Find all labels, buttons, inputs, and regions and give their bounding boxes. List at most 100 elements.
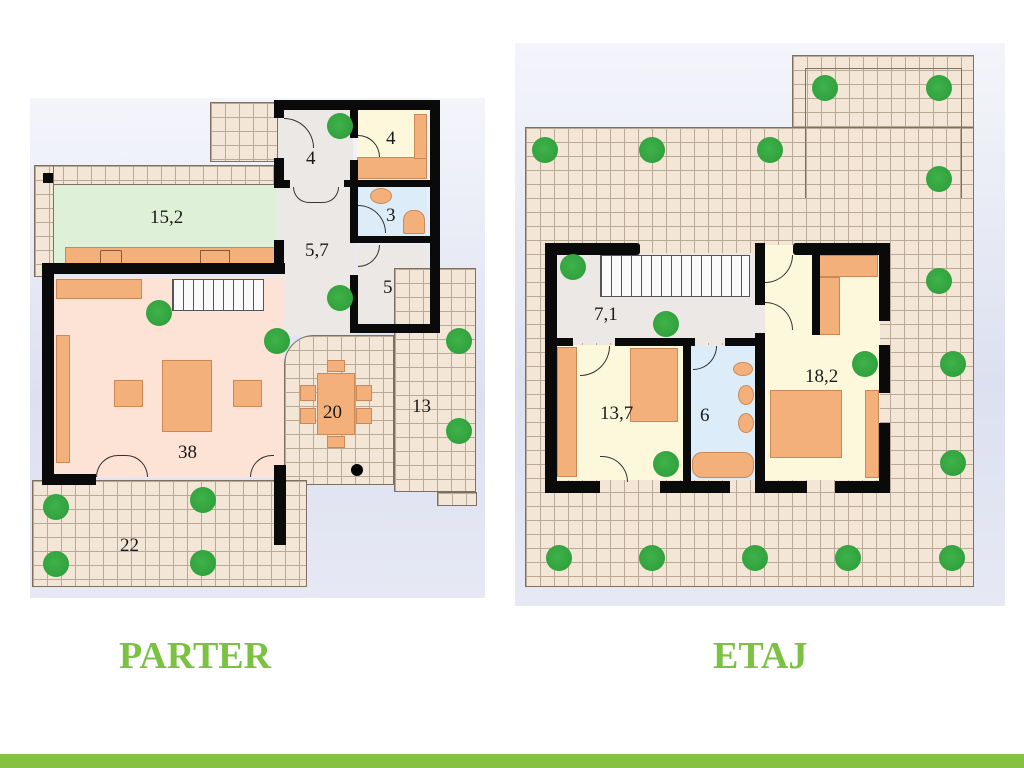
plant-icon	[190, 487, 216, 513]
wall	[344, 180, 440, 187]
wall	[42, 263, 285, 274]
plant-icon	[940, 450, 966, 476]
wall	[274, 158, 284, 188]
terrace-back	[34, 165, 279, 185]
sideboard	[56, 335, 70, 463]
dining-chair	[300, 385, 316, 401]
plant-icon	[926, 75, 952, 101]
plant-icon	[757, 137, 783, 163]
terrace-side	[394, 268, 476, 492]
wardrobe	[557, 347, 577, 477]
dining-table	[317, 373, 355, 435]
room-area-kitchen: 15,2	[150, 207, 184, 228]
plant-icon	[926, 166, 952, 192]
parter-plan: 15,2 4 4 3 5,7 5 38 20 13 22	[0, 0, 512, 620]
wall	[725, 338, 760, 346]
plant-icon	[639, 545, 665, 571]
bed-single	[630, 348, 678, 422]
wall	[274, 100, 284, 118]
wall	[683, 338, 691, 488]
wall	[42, 474, 96, 485]
bathtub-icon	[692, 452, 754, 478]
terrace-back-left	[34, 165, 54, 277]
bed-double	[770, 390, 842, 458]
terrace-back-upper	[210, 102, 278, 162]
room-area-utility: 5	[383, 277, 393, 298]
plant-icon	[43, 551, 69, 577]
desk	[56, 279, 142, 299]
plant-icon	[560, 254, 586, 280]
plant-icon	[327, 285, 353, 311]
room-area-wc: 3	[386, 205, 396, 226]
room-area-bedroom-1: 13,7	[600, 403, 634, 424]
room-area-storage: 4	[386, 128, 396, 149]
plant-icon	[43, 494, 69, 520]
room-area-bathroom: 6	[700, 405, 710, 426]
bottom-accent-bar	[0, 754, 1024, 768]
terrace-inner-rail	[805, 68, 962, 198]
wall	[812, 255, 820, 335]
plant-icon	[327, 113, 353, 139]
wall	[350, 324, 440, 333]
sofa	[162, 360, 212, 432]
wall	[793, 243, 890, 255]
dining-chair	[327, 360, 345, 372]
floor-label-etaj: ETAJ	[713, 635, 808, 677]
room-area-terrace-side: 13	[412, 396, 431, 417]
wall	[660, 481, 730, 493]
toilet-icon	[733, 362, 753, 376]
dresser	[865, 390, 879, 478]
room-area-hallway: 7,1	[594, 304, 618, 325]
plant-icon	[446, 328, 472, 354]
terrace-side-step	[437, 492, 477, 506]
plant-icon	[546, 545, 572, 571]
wall	[879, 243, 890, 321]
dining-chair	[300, 408, 316, 424]
plant-icon	[812, 75, 838, 101]
wc-washbasin-icon	[370, 188, 392, 204]
washbasin-icon	[738, 385, 754, 405]
storage-shelf-side	[414, 114, 427, 159]
armchair-left	[114, 380, 143, 407]
plant-icon	[653, 451, 679, 477]
room-area-hall: 5,7	[305, 240, 329, 261]
wall	[755, 333, 765, 493]
wardrobe-master	[818, 255, 878, 277]
plant-icon	[742, 545, 768, 571]
plant-icon	[926, 268, 952, 294]
wall	[350, 180, 358, 240]
wall	[545, 243, 557, 493]
room-area-dining: 20	[323, 402, 342, 423]
wall	[274, 465, 286, 545]
wall	[430, 100, 440, 332]
wall	[350, 236, 440, 243]
wall	[757, 481, 807, 493]
wall	[879, 423, 890, 493]
staircase	[172, 279, 264, 311]
wall	[835, 481, 890, 493]
plant-icon	[532, 137, 558, 163]
room-area-terrace-front: 22	[120, 535, 139, 556]
room-area-bedroom-master: 18,2	[805, 366, 839, 387]
wall	[42, 263, 54, 485]
plant-icon	[146, 300, 172, 326]
room-area-living: 38	[178, 442, 197, 463]
dining-chair	[356, 385, 372, 401]
wall	[350, 100, 358, 138]
dining-chair	[327, 436, 345, 448]
wall	[274, 240, 284, 274]
wall	[274, 180, 290, 188]
wall	[545, 338, 573, 346]
plant-icon	[264, 328, 290, 354]
wall	[545, 243, 640, 255]
column-dot	[351, 464, 363, 476]
wall	[755, 243, 765, 305]
plant-icon	[940, 351, 966, 377]
staircase	[600, 255, 750, 297]
plant-icon	[653, 311, 679, 337]
plant-icon	[852, 351, 878, 377]
washbasin-icon	[738, 413, 754, 433]
wall	[545, 481, 600, 493]
room-area-vestibule: 4	[306, 148, 316, 169]
plant-icon	[190, 550, 216, 576]
